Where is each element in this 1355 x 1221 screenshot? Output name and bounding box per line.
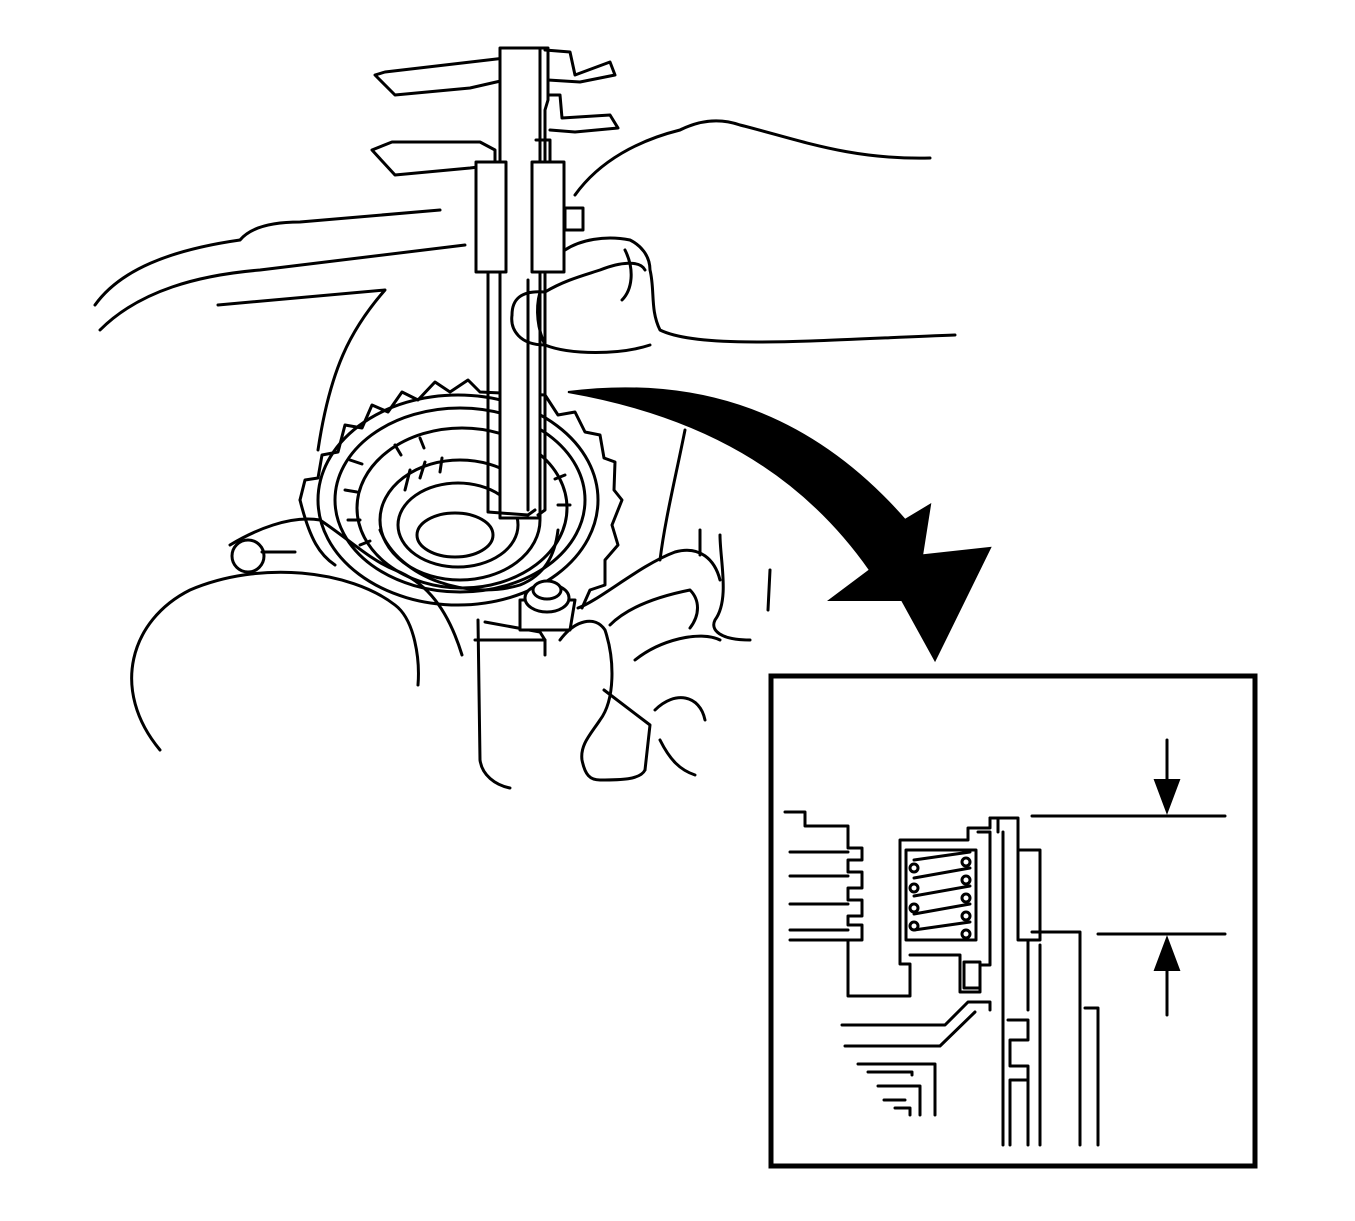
curved-arrow-icon	[567, 387, 932, 601]
inset-cross-section	[783, 810, 1227, 1147]
arrow-up-icon	[1153, 935, 1181, 971]
inset-frame	[768, 673, 1258, 1169]
lower-hand-and-housing	[130, 428, 772, 790]
arrow-down-icon	[1153, 779, 1181, 815]
gear-assembly	[298, 378, 624, 610]
right-hand	[510, 119, 957, 354]
vernier-caliper	[370, 46, 620, 520]
left-arm	[93, 208, 467, 452]
dimension-arrows	[1153, 738, 1181, 1017]
